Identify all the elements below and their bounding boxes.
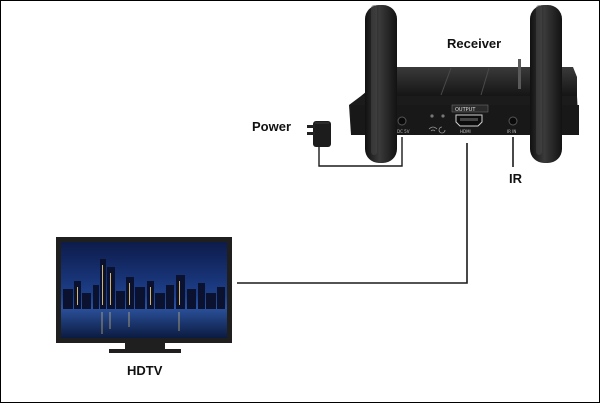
output-label: OUTPUT xyxy=(455,107,476,113)
power-adapter-icon xyxy=(307,121,331,147)
left-antenna xyxy=(365,5,397,163)
right-antenna xyxy=(530,5,562,163)
dc-port-label: DC 5V xyxy=(397,129,410,134)
power-cable xyxy=(318,137,403,167)
ir-label: IR xyxy=(509,171,522,186)
hdmi-cable xyxy=(237,143,468,284)
power-label: Power xyxy=(252,119,292,134)
wifi-icon xyxy=(428,126,438,132)
hdmi-port-label: HDMI xyxy=(460,129,471,134)
receiver-label: Receiver xyxy=(447,36,502,51)
ir-port-label: IR IN xyxy=(507,129,516,134)
hdtv xyxy=(56,237,232,353)
hdtv-label: HDTV xyxy=(127,363,163,378)
hdmi-port-icon xyxy=(455,114,483,127)
